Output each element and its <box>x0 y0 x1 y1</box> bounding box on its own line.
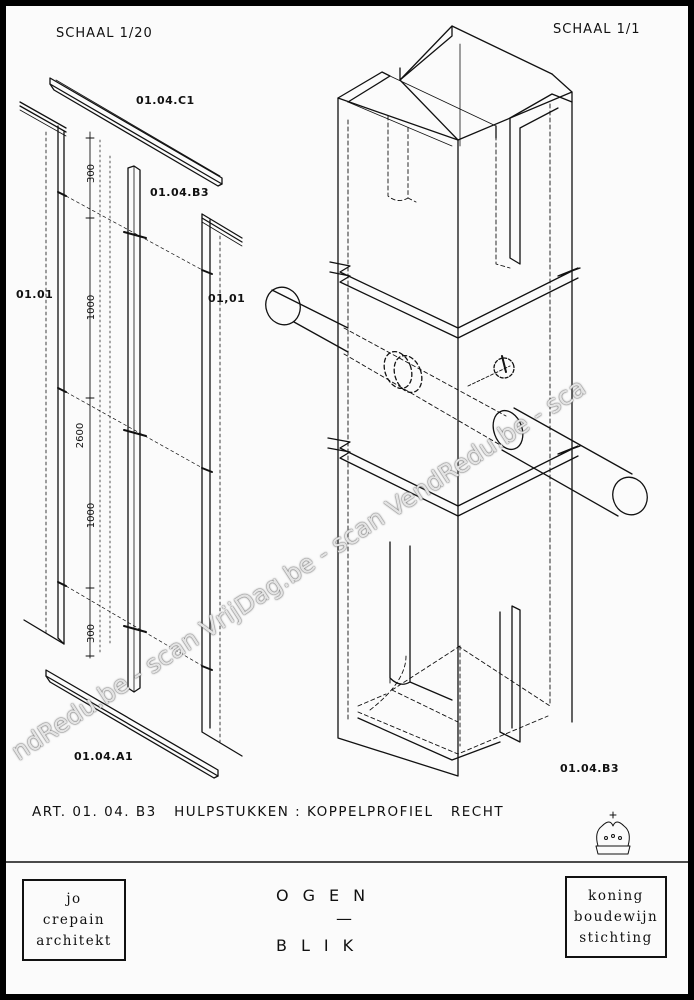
exploded-assembly-1-20 <box>19 77 243 779</box>
foundation-box: koning boudewijn stichting <box>565 876 667 958</box>
post-top-profile <box>337 25 573 777</box>
coupling-bar-b3 <box>123 165 147 693</box>
dimension-label: 2600 <box>75 422 87 449</box>
architect-line: jo <box>66 890 82 907</box>
brand-top: OGEN <box>276 886 380 905</box>
technical-drawing <box>6 25 688 863</box>
architect-box: jo crepain architekt <box>22 879 126 961</box>
dimension-label: 300 <box>86 623 98 644</box>
foundation-line: koning <box>588 887 644 904</box>
crown-emblem <box>595 811 631 855</box>
drawing-caption: ART. 01. 04. B3 HULPSTUKKEN : KOPPELPROF… <box>32 804 505 820</box>
dimension-label: 300 <box>86 163 98 184</box>
ref-detail: 01.04.B3 <box>560 762 620 775</box>
dimension-label: 1000 <box>86 294 98 321</box>
bottom-profile-a1 <box>45 669 219 779</box>
foundation-line: boudewijn <box>573 908 659 925</box>
dimension-line <box>85 131 111 659</box>
ref-coupling-bar: 01.04.B3 <box>150 186 210 199</box>
detail-1-1 <box>265 25 648 777</box>
drawing-sheet: SCHAAL 1/20 SCHAAL 1/1 01.04.C1 01.04.B3… <box>6 6 688 994</box>
dimension-label: 1000 <box>86 502 98 529</box>
scale-left-label: SCHAAL 1/20 <box>56 26 153 41</box>
left-post <box>19 101 67 645</box>
hidden-edges <box>347 103 551 755</box>
foundation-line: stichting <box>579 929 653 946</box>
scale-right-label: SCHAAL 1/1 <box>553 22 641 37</box>
post-bottom-slot <box>357 541 521 761</box>
assembly-lines <box>65 195 207 669</box>
top-profile-c1 <box>49 77 223 187</box>
ref-right-post: 01,01 <box>208 292 246 305</box>
right-post <box>201 213 243 757</box>
ref-left-post: 01.01 <box>16 288 54 301</box>
brand-bottom: BLIK <box>276 936 368 955</box>
brand-dash: — <box>336 909 352 928</box>
architect-line: crepain <box>42 911 106 928</box>
architect-line: architekt <box>36 932 112 949</box>
ref-bottom-profile: 01.04.A1 <box>74 750 134 763</box>
dowel-pin <box>265 286 648 517</box>
break-lines <box>327 261 581 517</box>
ref-top-profile: 01.04.C1 <box>136 94 195 107</box>
